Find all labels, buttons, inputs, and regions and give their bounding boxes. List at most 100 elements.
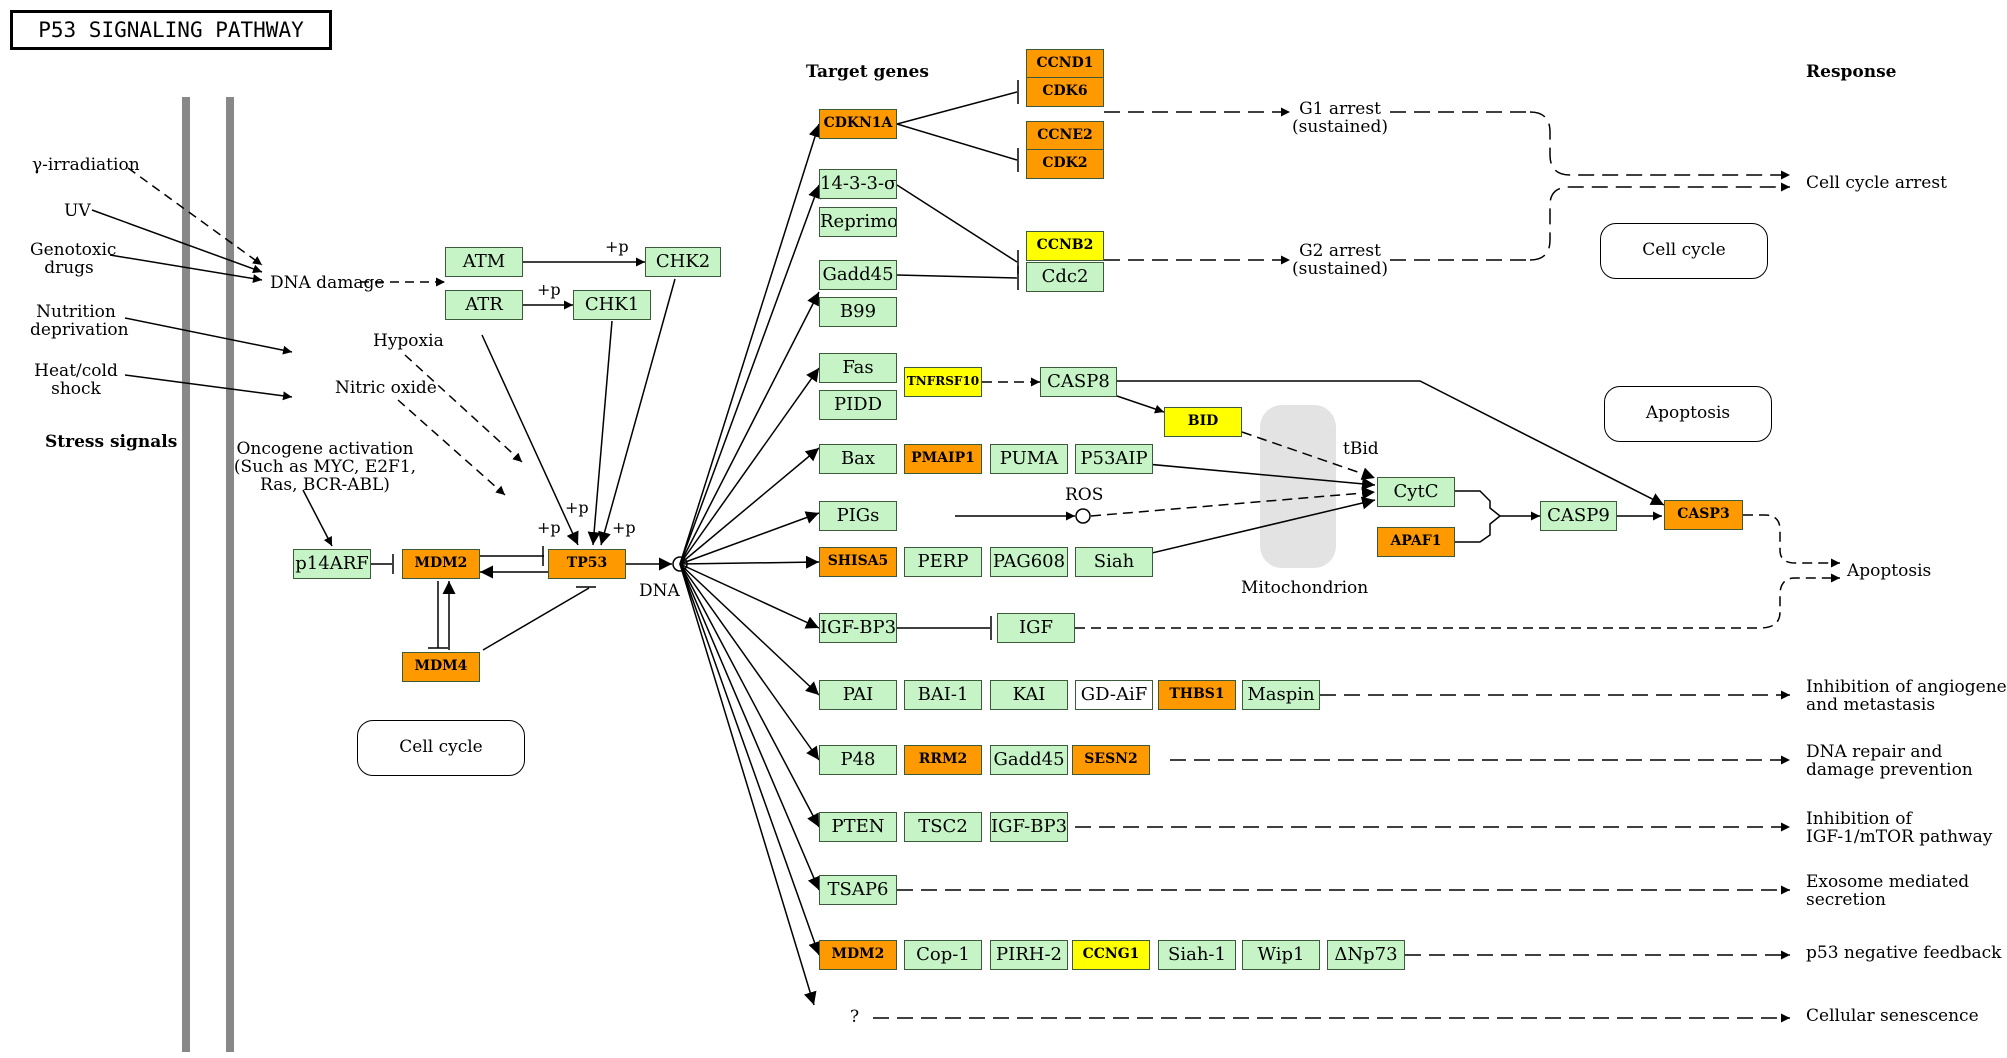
response-angiogenesis: Inhibition of angiogenesis and metastasi… bbox=[1806, 678, 2007, 714]
pathway-apoptosis[interactable]: Apoptosis bbox=[1604, 386, 1772, 442]
gene-igf-bp3-top[interactable]: IGF-BP3 bbox=[819, 613, 897, 643]
gene-ccne2[interactable]: CCNE2 bbox=[1026, 121, 1104, 151]
gene-cop-1[interactable]: Cop-1 bbox=[904, 940, 982, 970]
gene-fas[interactable]: Fas bbox=[819, 353, 897, 383]
gene-pirh-2[interactable]: PIRH-2 bbox=[990, 940, 1068, 970]
gene-ccng1[interactable]: CCNG1 bbox=[1072, 940, 1150, 970]
nitric-oxide-label: Nitric oxide bbox=[335, 378, 437, 398]
membrane-bar-inner bbox=[226, 97, 234, 1052]
hypoxia-label: Hypoxia bbox=[373, 331, 444, 351]
gene-tsap6[interactable]: TSAP6 bbox=[819, 875, 897, 905]
tbid-label: tBid bbox=[1343, 439, 1379, 459]
gene-thbs1[interactable]: THBS1 bbox=[1158, 680, 1236, 710]
gene-bai-1[interactable]: BAI-1 bbox=[904, 680, 982, 710]
gene-cdk6[interactable]: CDK6 bbox=[1026, 77, 1104, 107]
gene-chk2[interactable]: CHK2 bbox=[645, 247, 721, 277]
g1-arrest-line2: (sustained) bbox=[1292, 117, 1388, 137]
gene-puma[interactable]: PUMA bbox=[990, 444, 1068, 474]
stress-uv: UV bbox=[64, 201, 91, 221]
response-exosome-line1: Exosome mediated bbox=[1806, 872, 1970, 892]
gene-gd-aif[interactable]: GD-AiF bbox=[1075, 680, 1153, 710]
plus-p-atr-chk1: +p bbox=[537, 280, 561, 299]
dna-damage-label: DNA damage bbox=[270, 273, 385, 293]
stress-nutrition-line2: deprivation bbox=[30, 320, 129, 340]
stress-gamma: γ-irradiation bbox=[32, 155, 140, 175]
response-exosome: Exosome mediated secretion bbox=[1806, 873, 1969, 909]
gene-delta-np73[interactable]: ΔNp73 bbox=[1327, 940, 1405, 970]
gene-maspin[interactable]: Maspin bbox=[1242, 680, 1320, 710]
gene-pigs[interactable]: PIGs bbox=[819, 501, 897, 531]
gene-apaf1[interactable]: APAF1 bbox=[1377, 527, 1455, 557]
response-apoptosis: Apoptosis bbox=[1847, 561, 1932, 581]
gene-pag608[interactable]: PAG608 bbox=[990, 547, 1068, 577]
gene-mdm2-feedback[interactable]: MDM2 bbox=[819, 940, 897, 970]
gene-atr[interactable]: ATR bbox=[445, 290, 523, 320]
gene-cdc2[interactable]: Cdc2 bbox=[1026, 262, 1104, 292]
gene-chk1[interactable]: CHK1 bbox=[573, 290, 651, 320]
gene-b99[interactable]: B99 bbox=[819, 297, 897, 327]
response-igf-mtor: Inhibition of IGF-1/mTOR pathway bbox=[1806, 810, 1992, 846]
gene-casp3[interactable]: CASP3 bbox=[1664, 500, 1743, 530]
gene-ccnb2[interactable]: CCNB2 bbox=[1026, 231, 1104, 261]
stress-nutrition-line1: Nutrition bbox=[36, 302, 116, 322]
gene-pten[interactable]: PTEN bbox=[819, 812, 897, 842]
gene-pmaip1[interactable]: PMAIP1 bbox=[904, 444, 982, 474]
response-exosome-line2: secretion bbox=[1806, 890, 1886, 910]
pathway-cell-cycle-left[interactable]: Cell cycle bbox=[357, 720, 525, 776]
gene-mdm2[interactable]: MDM2 bbox=[402, 549, 480, 579]
stress-heat-line2: shock bbox=[51, 379, 101, 399]
gene-gadd45-bottom[interactable]: Gadd45 bbox=[990, 745, 1068, 775]
gene-wip1[interactable]: Wip1 bbox=[1242, 940, 1320, 970]
gene-bax[interactable]: Bax bbox=[819, 444, 897, 474]
response-igf-line2: IGF-1/mTOR pathway bbox=[1806, 827, 1993, 847]
gene-gadd45-top[interactable]: Gadd45 bbox=[819, 260, 897, 290]
gene-reprimo[interactable]: Reprimo bbox=[819, 207, 897, 237]
oncogene-line2: (Such as MYC, E2F1, bbox=[233, 457, 417, 477]
gene-p14arf[interactable]: p14ARF bbox=[293, 549, 371, 579]
g2-arrest-line1: G2 arrest bbox=[1299, 241, 1381, 261]
pathway-cell-cycle-right[interactable]: Cell cycle bbox=[1600, 223, 1768, 279]
gene-tnfrsf10[interactable]: TNFRSF10 bbox=[904, 367, 982, 397]
gene-pidd[interactable]: PIDD bbox=[819, 390, 897, 420]
unknown-target-label: ? bbox=[850, 1007, 860, 1027]
gene-ccnd1[interactable]: CCND1 bbox=[1026, 49, 1104, 79]
gene-atm[interactable]: ATM bbox=[445, 247, 523, 277]
stress-genotoxic-line1: Genotoxic bbox=[30, 240, 117, 260]
stress-genotoxic: Genotoxic drugs bbox=[30, 240, 117, 278]
gene-casp9[interactable]: CASP9 bbox=[1540, 501, 1617, 531]
gene-perp[interactable]: PERP bbox=[904, 547, 982, 577]
gene-pai[interactable]: PAI bbox=[819, 680, 897, 710]
gene-tp53[interactable]: TP53 bbox=[548, 549, 626, 579]
gene-shisa5[interactable]: SHISA5 bbox=[819, 547, 897, 577]
gene-bid[interactable]: BID bbox=[1164, 407, 1242, 437]
response-header: Response bbox=[1806, 62, 1897, 82]
g1-arrest-label: G1 arrest (sustained) bbox=[1290, 100, 1390, 136]
gene-igf[interactable]: IGF bbox=[997, 613, 1075, 643]
gene-cdkn1a[interactable]: CDKN1A bbox=[819, 109, 897, 139]
gene-mdm4[interactable]: MDM4 bbox=[402, 652, 480, 682]
gene-cytc[interactable]: CytC bbox=[1377, 477, 1455, 507]
stress-genotoxic-line2: drugs bbox=[44, 258, 94, 278]
g2-arrest-label: G2 arrest (sustained) bbox=[1290, 242, 1390, 278]
gene-igf-bp3-bottom[interactable]: IGF-BP3 bbox=[990, 812, 1068, 842]
response-negative-feedback: p53 negative feedback bbox=[1806, 943, 2002, 963]
dna-label: DNA bbox=[639, 581, 680, 601]
gene-cdk2[interactable]: CDK2 bbox=[1026, 149, 1104, 179]
mitochondrion-label: Mitochondrion bbox=[1241, 578, 1369, 598]
gene-kai[interactable]: KAI bbox=[990, 680, 1068, 710]
gene-rrm2[interactable]: RRM2 bbox=[904, 745, 982, 775]
gene-tsc2[interactable]: TSC2 bbox=[904, 812, 982, 842]
oncogene-label: Oncogene activation (Such as MYC, E2F1, … bbox=[230, 440, 420, 494]
g1-arrest-line1: G1 arrest bbox=[1299, 99, 1381, 119]
gene-casp8[interactable]: CASP8 bbox=[1040, 367, 1117, 397]
gene-p48[interactable]: P48 bbox=[819, 745, 897, 775]
gene-14-3-3-sigma[interactable]: 14-3-3-σ bbox=[819, 169, 897, 199]
gene-sesn2[interactable]: SESN2 bbox=[1072, 745, 1150, 775]
response-cell-cycle-arrest: Cell cycle arrest bbox=[1806, 173, 1947, 193]
gene-p53aip[interactable]: P53AIP bbox=[1075, 444, 1153, 474]
plus-p-tp53-a: +p bbox=[537, 518, 561, 537]
target-genes-header: Target genes bbox=[806, 62, 929, 82]
gene-siah[interactable]: Siah bbox=[1075, 547, 1153, 577]
gene-siah-1[interactable]: Siah-1 bbox=[1158, 940, 1236, 970]
